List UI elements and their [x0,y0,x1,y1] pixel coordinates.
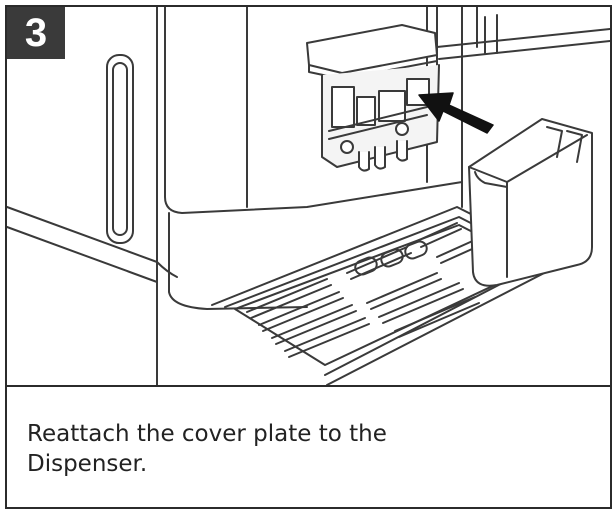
illustration-panel [7,7,610,387]
cover-plate [468,118,593,287]
dispenser-head [306,24,440,172]
insert-arrow [418,92,494,134]
machine-side-panel [7,7,178,385]
instruction-card: 3 [5,5,612,509]
dispenser-illustration [7,7,610,385]
step-number-badge: 3 [7,7,65,59]
instruction-text: Reattach the cover plate to the Dispense… [27,421,387,477]
